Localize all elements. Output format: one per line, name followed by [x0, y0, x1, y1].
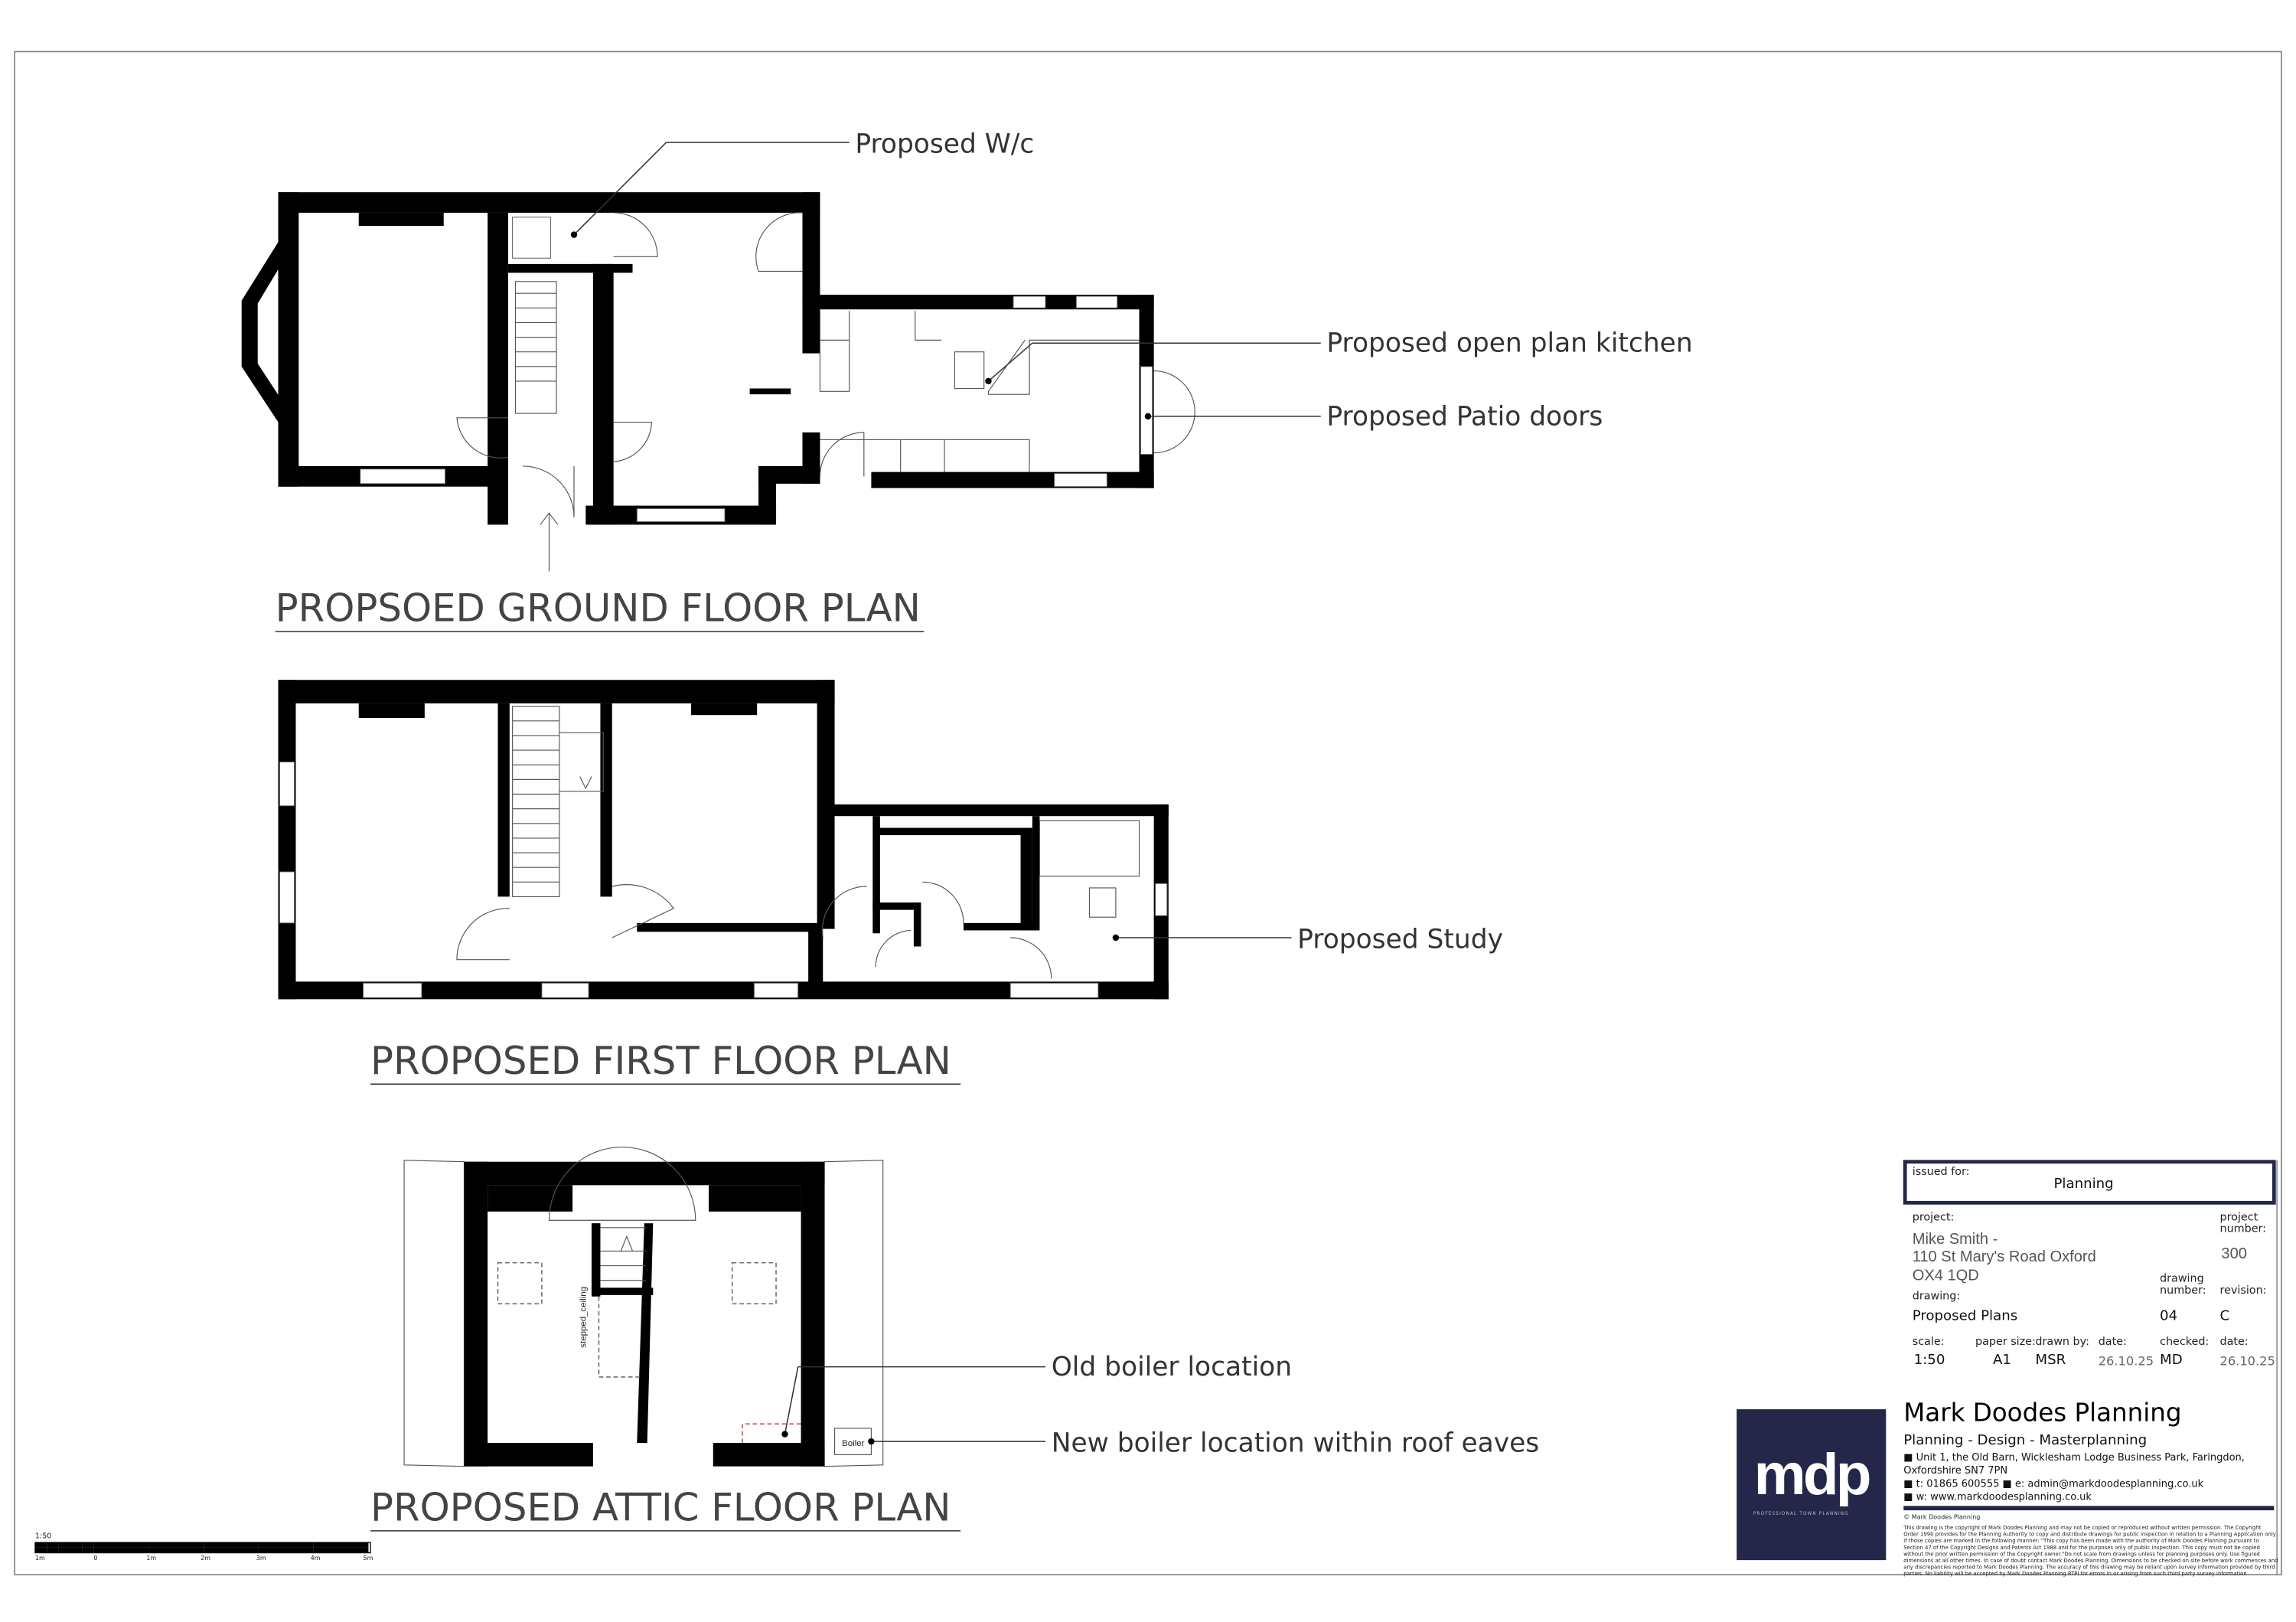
- scale-bar-segment: [82, 1547, 94, 1553]
- stepped-ceiling-note: stepped_ceiling: [579, 1287, 588, 1348]
- scale-bar-segment: [82, 1542, 94, 1548]
- paper-size: A1: [1993, 1352, 2011, 1368]
- paper-size-label: paper size:: [1975, 1336, 2036, 1348]
- date-label: date:: [2099, 1336, 2127, 1348]
- revision-label: revision:: [2220, 1284, 2267, 1297]
- scale-label: scale:: [1913, 1336, 1945, 1348]
- issued-for-value: Planning: [2053, 1176, 2113, 1192]
- scale-tick: 5m: [363, 1555, 373, 1562]
- checked-date: 26.10.25: [2220, 1354, 2275, 1369]
- ground-floor-title: PROPSOED GROUND FLOOR PLAN: [276, 586, 921, 631]
- disclaimer-line: Order 1990 provides for the Planning Aut…: [1903, 1532, 2276, 1538]
- logo-text: mdp: [1754, 1442, 1870, 1507]
- scale-bar-segment: [313, 1547, 369, 1553]
- logo-tagline: PROFESSIONAL TOWN PLANNING: [1753, 1512, 1849, 1516]
- project-label: project:: [1913, 1211, 1955, 1223]
- scale-tick: 1m: [146, 1555, 156, 1562]
- checked-label: checked:: [2160, 1336, 2209, 1348]
- company-tagline: Planning - Design - Masterplanning: [1903, 1432, 2147, 1448]
- disclaimer-line: This drawing is the copyright of Mark Do…: [1903, 1525, 2261, 1531]
- revision: C: [2220, 1307, 2230, 1323]
- company-contact: ■ t: 01865 600555 ■ e: admin@markdoodesp…: [1903, 1478, 2203, 1490]
- disclaimer: This drawing is the copyright of Mark Do…: [1903, 1525, 2278, 1577]
- scale-bar-segment: [148, 1547, 204, 1553]
- sheet-border: [14, 51, 2282, 1576]
- company-web: ■ w: www.markdoodesplanning.co.uk: [1903, 1492, 2092, 1503]
- scale-bar-segment: [93, 1547, 149, 1553]
- issued-for-label: issued for:: [1913, 1166, 1970, 1178]
- disclaimer-line: if those copies are marked in the follow…: [1903, 1538, 2258, 1544]
- project-line: OX4 1QD: [1913, 1268, 1979, 1284]
- scale-bar-segment: [258, 1547, 314, 1553]
- project-line: Mike Smith -: [1913, 1231, 1998, 1248]
- label-proposed-study: Proposed Study: [1297, 924, 1503, 955]
- scale-bar-segment: [34, 1542, 47, 1548]
- disclaimer-line: Section 47 of the Copyright Designs and …: [1903, 1545, 2260, 1551]
- company-address: ■ Unit 1, the Old Barn, Wicklesham Lodge…: [1903, 1452, 2245, 1464]
- scale-bar-segment: [70, 1547, 83, 1553]
- disclaimer-line: parties. No liability will be accepted b…: [1903, 1571, 2247, 1577]
- copyright: © Mark Doodes Planning: [1903, 1514, 1980, 1521]
- scale-bar-segment: [204, 1542, 259, 1548]
- scale-tick: 1m: [35, 1555, 45, 1562]
- first-floor-plan: Proposed Study PROPOSED FIRST FLOOR PLAN: [278, 680, 1503, 1085]
- disclaimer-line: dimensions at all other times. In case o…: [1903, 1558, 2278, 1564]
- scale-bar-segment: [313, 1542, 369, 1548]
- scale-bar-segment: [70, 1542, 83, 1548]
- scale-bar-segment: [47, 1542, 59, 1548]
- scale-bar-segment: [58, 1542, 70, 1548]
- drawing-title: Proposed Plans: [1913, 1307, 2017, 1323]
- drawing-number-label: number:: [2160, 1284, 2206, 1297]
- label-old-boiler: Old boiler location: [1052, 1352, 1292, 1382]
- drawn-by: MSR: [2035, 1352, 2066, 1368]
- checked-by: MD: [2160, 1352, 2183, 1368]
- scale-tick: 3m: [256, 1555, 266, 1562]
- scale-tick: 4m: [311, 1555, 321, 1562]
- project-number: 300: [2221, 1245, 2246, 1262]
- project-number-label: project: [2220, 1211, 2258, 1223]
- label-patio-doors: Proposed Patio doors: [1326, 401, 1603, 432]
- scale-value: 1:50: [1914, 1352, 1945, 1368]
- ground-floor-plan: Proposed W/c Proposed open plan kitchen …: [241, 129, 1693, 632]
- attic-floor-title: PROPOSED ATTIC FLOOR PLAN: [370, 1485, 951, 1529]
- scale-tick: 0: [93, 1555, 97, 1562]
- scale-bar-segment: [47, 1547, 59, 1553]
- boiler-note: Boiler: [842, 1439, 865, 1448]
- drawing-number: 04: [2160, 1307, 2177, 1323]
- title-block: issued for: Planning project: Mike Smith…: [1737, 1160, 2278, 1577]
- scale-bar: 1:50 1m 0 1m 2m 3m 4m 5m: [34, 1532, 373, 1562]
- drawing-label: drawing:: [1913, 1291, 1960, 1303]
- project-number-label: number:: [2220, 1223, 2267, 1235]
- first-floor-title: PROPOSED FIRST FLOOR PLAN: [370, 1039, 951, 1083]
- scale-bar-segment: [58, 1547, 70, 1553]
- attic-floor-plan: stepped_ceiling Boiler Old boiler locati…: [370, 1147, 1540, 1532]
- scale-tick: 2m: [201, 1555, 210, 1562]
- company-logo: [1737, 1409, 1887, 1561]
- label-proposed-wc: Proposed W/c: [855, 129, 1034, 159]
- scale-bar-segment: [148, 1542, 204, 1548]
- scale-bar-segment: [34, 1547, 47, 1553]
- scale-bar-ratio: 1:50: [35, 1532, 51, 1540]
- drawing-number-label: drawing: [2160, 1273, 2204, 1285]
- label-open-plan-kitchen: Proposed open plan kitchen: [1326, 328, 1692, 359]
- disclaimer-line: any discrepancies reported to Mark Doode…: [1903, 1565, 2275, 1571]
- scale-bar-segment: [258, 1542, 314, 1548]
- drawn-by-label: drawn by:: [2035, 1336, 2089, 1348]
- disclaimer-line: without the prior written permission of …: [1903, 1551, 2260, 1557]
- company-address: Oxfordshire SN7 7PN: [1903, 1465, 2007, 1477]
- scale-bar-segment: [204, 1547, 259, 1553]
- project-line: 110 St Mary's Road Oxford: [1913, 1248, 2096, 1265]
- company-name: Mark Doodes Planning: [1903, 1398, 2181, 1427]
- drawn-date: 26.10.25: [2099, 1354, 2154, 1369]
- checked-date-label: date:: [2220, 1336, 2249, 1348]
- label-new-boiler: New boiler location within roof eaves: [1052, 1428, 1540, 1459]
- scale-bar-segment: [93, 1542, 149, 1548]
